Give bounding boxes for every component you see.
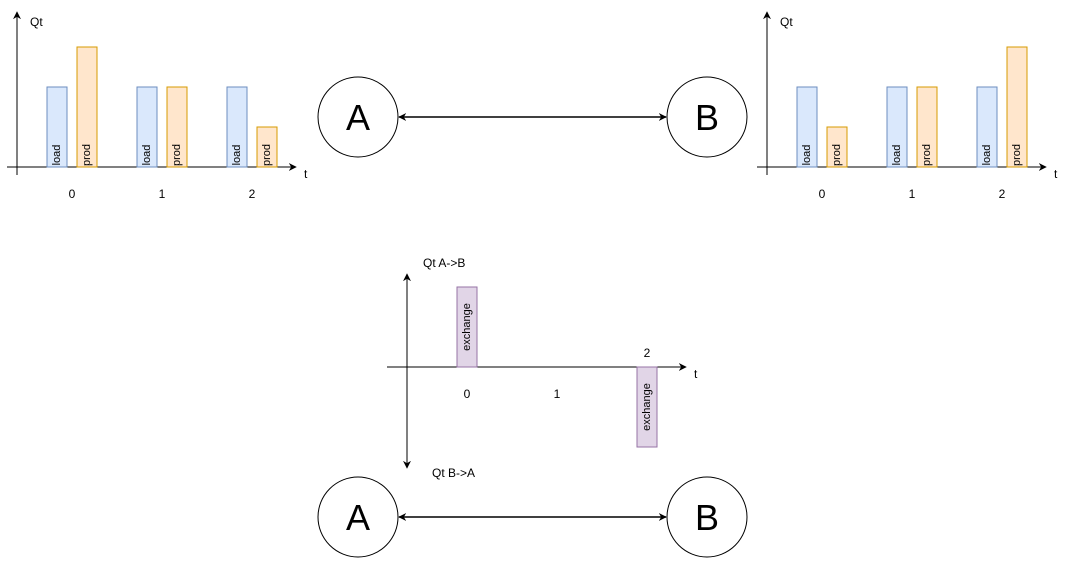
chart1-bar-label-prod-2: prod (261, 144, 273, 166)
node-a-bottom-label: A (346, 497, 370, 538)
bottom-connection: A B (317, 476, 748, 558)
chart1-bar-prod-0 (76, 46, 98, 168)
chart3-y-label-neg: Qt B->A (432, 466, 475, 480)
chart3-x-label: t (694, 367, 698, 381)
node-b-bottom-label: B (695, 497, 719, 538)
chart2-bar-label-prod-0: prod (831, 144, 843, 166)
chart2-bar-label-load-1: load (891, 145, 903, 166)
node-b-bottom (666, 476, 748, 558)
chart3-tick-0: 0 (464, 387, 471, 401)
chart3-bar-exchange-0 (456, 286, 478, 368)
chart2-bar-prod-2 (1006, 46, 1028, 168)
chart1-bar-load-0 (46, 86, 68, 168)
chart1-bar-label-prod-0: prod (81, 144, 93, 166)
chart1-bar-load-1 (136, 86, 158, 168)
chart2-bar-prod-0 (826, 126, 848, 168)
chart2-bar-load-2 (976, 86, 998, 168)
chart3-bar-label-exchange-0: exchange (461, 303, 473, 351)
chart1-bar-label-load-0: load (51, 145, 63, 166)
chart1-tick-1: 1 (159, 187, 166, 201)
chart2-bar-label-load-2: load (981, 145, 993, 166)
chart1-bar-load-2 (226, 86, 248, 168)
chart-top-left: Qt t load prod load prod load prod 0 1 2 (7, 11, 308, 201)
chart2-tick-2: 2 (999, 187, 1006, 201)
node-a-bottom (317, 476, 399, 558)
chart2-y-label: Qt (780, 15, 793, 29)
chart1-tick-0: 0 (69, 187, 76, 201)
chart2-bar-load-1 (886, 86, 908, 168)
chart2-x-label: t (1054, 167, 1058, 181)
chart2-bar-prod-1 (916, 86, 938, 168)
chart2-tick-0: 0 (819, 187, 826, 201)
node-a-top-label: A (346, 97, 370, 138)
chart1-tick-2: 2 (249, 187, 256, 201)
chart2-bar-label-prod-2: prod (1011, 144, 1023, 166)
chart3-tick-2: 2 (644, 346, 651, 360)
top-connection: A B (317, 76, 748, 158)
chart-exchange: Qt A->B Qt B->A t exchange exchange 0 1 2 (387, 256, 698, 480)
chart1-bar-label-load-2: load (231, 145, 243, 166)
chart2-tick-1: 1 (909, 187, 916, 201)
chart3-tick-1: 1 (554, 387, 561, 401)
node-a-top (317, 76, 399, 158)
chart3-bar-label-exchange-2: exchange (641, 383, 653, 431)
node-b-top (666, 76, 748, 158)
chart3-bar-exchange-2 (636, 366, 658, 448)
chart1-bar-label-load-1: load (141, 145, 153, 166)
chart3-y-label-pos: Qt A->B (423, 256, 465, 270)
chart2-bar-load-0 (796, 86, 818, 168)
node-b-top-label: B (695, 97, 719, 138)
chart1-bar-prod-1 (166, 86, 188, 168)
chart1-y-label: Qt (30, 15, 43, 29)
chart1-x-label: t (304, 167, 308, 181)
chart1-bar-label-prod-1: prod (171, 144, 183, 166)
chart1-bar-prod-2 (256, 126, 278, 168)
chart-top-right: Qt t load prod load prod load prod 0 1 2 (757, 11, 1058, 201)
chart2-bar-label-prod-1: prod (921, 144, 933, 166)
chart2-bar-label-load-0: load (801, 145, 813, 166)
